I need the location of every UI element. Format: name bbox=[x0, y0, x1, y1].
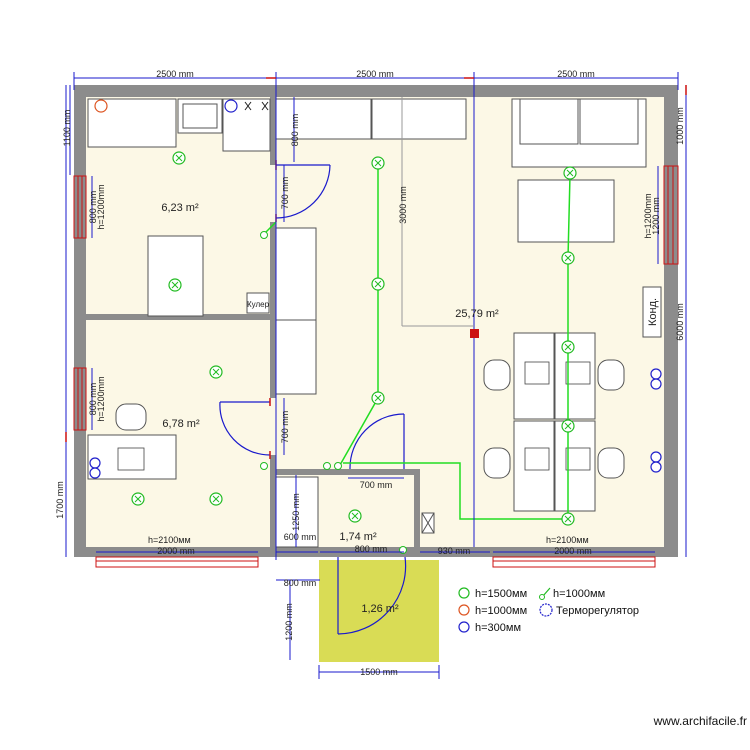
center-marker bbox=[470, 329, 479, 338]
legend-blue-socket-label: h=300мм bbox=[475, 622, 521, 634]
area-office: 6,78 m² bbox=[162, 418, 200, 430]
dim-door-office: 700 mm bbox=[280, 411, 290, 444]
dim-top-3: 2500 mm bbox=[557, 69, 595, 79]
hall-cabinet-1 bbox=[275, 98, 372, 140]
interior-walls bbox=[86, 97, 420, 547]
dim-wc-side: 600 mm bbox=[284, 532, 317, 542]
ac-label: Конд. bbox=[647, 298, 659, 326]
dim-porch-door: 800 mm bbox=[284, 578, 317, 588]
dim-bottom-window-right-w: 2000 mm bbox=[554, 546, 592, 556]
dim-wc-width: 800 mm bbox=[355, 544, 388, 554]
sink bbox=[177, 98, 223, 134]
legend: h=1500мм h=1000мм h=1000мм Терморегулято… bbox=[458, 587, 639, 634]
hall-height-line bbox=[401, 97, 474, 327]
dim-wc-right: 930 mm bbox=[438, 546, 471, 556]
cooler-label: Кулер bbox=[247, 300, 270, 309]
dim-bottom-window-left-w: 2000 mm bbox=[157, 546, 195, 556]
dim-top-1: 2500 mm bbox=[156, 69, 194, 79]
dim-porch-width: 1500 mm bbox=[360, 667, 398, 677]
hall-wardrobe-1 bbox=[275, 227, 317, 321]
dimension-ticks-red bbox=[65, 77, 687, 442]
dim-office-window-w: 800 mm bbox=[88, 383, 98, 416]
hall-cabinet-2 bbox=[371, 98, 467, 140]
dim-office-window-h: h=1200mm bbox=[96, 376, 106, 421]
watermark: www.archifacile.fr bbox=[653, 714, 747, 728]
dim-left-top: 1100 mm bbox=[62, 110, 72, 147]
dim-kitchen-window-h: h=1200mm bbox=[96, 184, 106, 229]
dimension-lines bbox=[65, 72, 687, 679]
area-kitchen: 6,23 m² bbox=[161, 202, 199, 214]
dim-right-total: 6000 mm bbox=[675, 303, 685, 341]
sofa bbox=[511, 98, 647, 168]
wc-cabinet bbox=[275, 476, 319, 548]
legend-orange-socket-label: h=1000мм bbox=[475, 605, 527, 617]
porch-floor bbox=[319, 560, 439, 662]
dim-kitchen-window-w: 800 mm bbox=[88, 191, 98, 224]
dim-hall-counter: 800 mm bbox=[290, 114, 300, 147]
dim-top-2: 2500 mm bbox=[356, 69, 394, 79]
blue-sockets bbox=[89, 99, 662, 479]
ac-unit bbox=[642, 286, 662, 338]
orange-sockets bbox=[94, 99, 108, 113]
socket-crosses bbox=[134, 154, 574, 523]
dim-right-window-w: 1200 mm bbox=[651, 197, 661, 235]
dim-wc-height: 1250 mm bbox=[291, 493, 301, 531]
dim-right-window-h: h=1200mm bbox=[643, 193, 653, 238]
legend-blue-socket-icon bbox=[458, 621, 470, 633]
kitchen-table bbox=[147, 235, 204, 317]
dim-hall-height: 3000 mm bbox=[398, 186, 408, 224]
coffee-table bbox=[517, 179, 615, 243]
legend-thermostat-label: Терморегулятор bbox=[556, 605, 639, 617]
windows bbox=[73, 165, 679, 568]
hall-wardrobe-2 bbox=[275, 319, 317, 395]
legend-thermostat-icon bbox=[539, 603, 553, 617]
area-main: 25,79 m² bbox=[455, 308, 499, 320]
area-wc: 1,74 m² bbox=[339, 531, 377, 543]
legend-switch-icon bbox=[542, 587, 551, 597]
dim-porch-depth: 1200 mm bbox=[284, 603, 294, 641]
dim-bottom-window-left-h: h=2100мм bbox=[148, 535, 191, 545]
legend-orange-socket-icon bbox=[458, 604, 470, 616]
furniture bbox=[87, 98, 662, 548]
dim-door-kitchen: 700 mm bbox=[280, 177, 290, 210]
monitors bbox=[117, 361, 591, 471]
legend-green-socket-label: h=1500мм bbox=[475, 588, 527, 600]
dim-left-bottom: 1700 mm bbox=[55, 481, 65, 519]
stove-burners bbox=[244, 101, 269, 111]
dim-bottom-window-right-h: h=2100мм bbox=[546, 535, 589, 545]
area-porch: 1,26 m² bbox=[361, 603, 399, 615]
legend-green-socket-icon bbox=[458, 587, 470, 599]
cooler-box bbox=[246, 292, 270, 314]
legend-switch-label: h=1000мм bbox=[553, 588, 605, 600]
dim-right-top: 1000 mm bbox=[675, 107, 685, 145]
dim-wc-door: 700 mm bbox=[360, 480, 393, 490]
chairs bbox=[115, 359, 625, 479]
doors bbox=[219, 164, 407, 635]
